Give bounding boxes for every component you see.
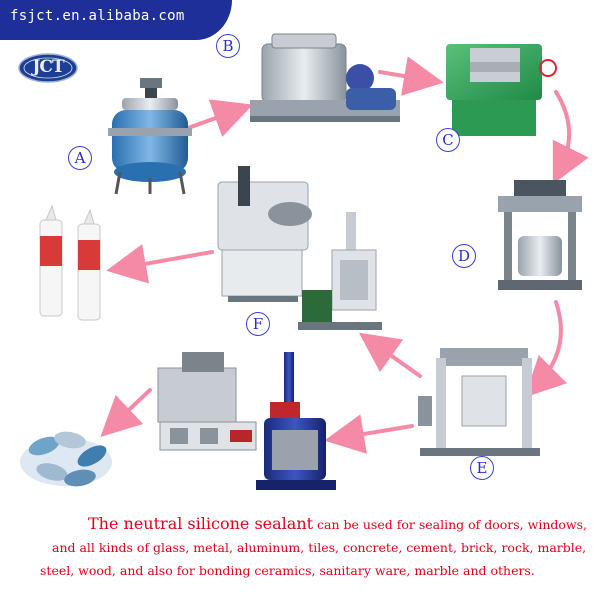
arrow-filling-to-sausages (100, 388, 152, 438)
arrow-e-to-f (358, 332, 422, 378)
arrow-b-to-c (378, 56, 444, 96)
company-logo: JCT (18, 53, 78, 83)
blue-press-machine (256, 352, 336, 490)
step-label-a: A (68, 146, 92, 170)
sausage-filling-machine (157, 352, 257, 451)
step-label-b: B (216, 34, 240, 58)
caption-line-3: steel, wood, and also for bonding cerami… (40, 563, 535, 578)
arrow-e-to-filling (324, 414, 414, 454)
sealant-cartridges (39, 204, 101, 321)
three-roll-mill (446, 44, 557, 136)
arrow-f-to-tubes (106, 244, 214, 284)
arrow-a-to-b (186, 99, 254, 137)
flow-arrows (100, 56, 589, 454)
planetary-mixer (498, 180, 582, 290)
logo-emblem (18, 53, 78, 83)
caption-lead: The neutral silicone sealant (88, 514, 314, 533)
reactor-machine (108, 78, 192, 195)
step-label-e: E (470, 456, 494, 480)
sausage-packs (20, 431, 112, 487)
hydraulic-press (418, 348, 540, 456)
site-url[interactable]: fsjct.en.alibaba.com (10, 8, 185, 24)
kneader-machine (250, 33, 400, 122)
caption-line-1: The neutral silicone sealant can be used… (88, 512, 587, 536)
step-label-d: D (452, 244, 476, 268)
press-machine-f (298, 212, 382, 330)
filling-machine (217, 166, 312, 302)
arrow-d-to-e (524, 300, 568, 398)
step-label-f: F (246, 312, 270, 336)
arrow-c-to-d (552, 90, 589, 185)
caption-line-1-rest: can be used for sealing of doors, window… (313, 517, 587, 532)
logo-text: JCT (32, 57, 64, 77)
step-label-c: C (436, 128, 460, 152)
header-bar: fsjct.en.alibaba.com (0, 0, 232, 40)
caption-line-2: and all kinds of glass, metal, aluminum,… (52, 540, 587, 555)
